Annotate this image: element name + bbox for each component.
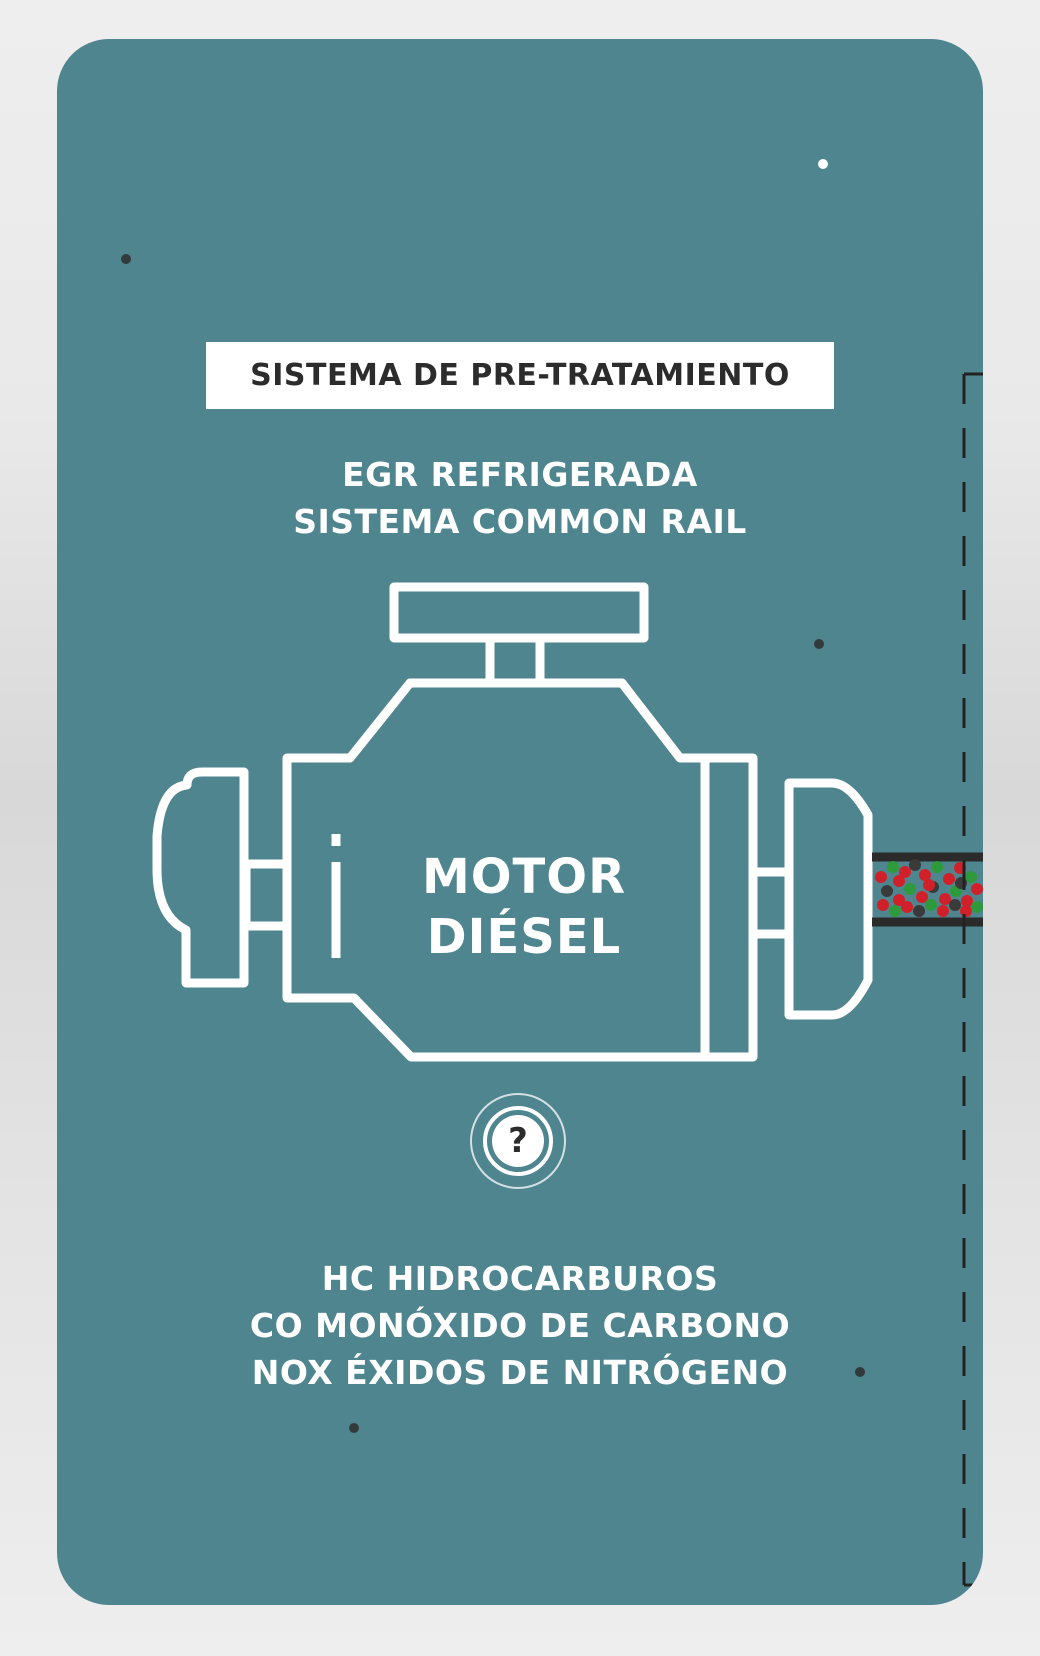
subtitle-line-2: SISTEMA COMMON RAIL [293,502,747,541]
engine-outline-icon [152,582,873,1062]
decorative-dot [855,1367,865,1377]
exhaust-particle [893,894,905,906]
exhaust-particle [893,875,905,887]
engine-left-shaft [241,859,292,931]
exhaust-particle [939,893,951,905]
exhaust-particle [881,885,893,897]
exhaust-particle [916,891,928,903]
exhaust-particle [943,873,955,885]
diagram-panel: SISTEMA DE PRE-TRATAMIENTO EGR REFRIGERA… [57,39,983,1605]
exhaust-particle [971,901,983,913]
exhaust-particle [925,899,937,911]
decorative-dot [349,1423,359,1433]
emission-nox: NOX ÉXIDOS DE NITRÓGENO [251,1353,789,1392]
exhaust-particle [909,859,921,871]
exhaust-particle [889,905,901,917]
engine-label-line-1: MOTOR [421,849,627,905]
decorative-dot [818,159,828,169]
help-ring: ? [483,1106,553,1176]
exhaust-particle [965,871,977,883]
aftertreatment-boundary [962,372,983,1587]
emission-co: CO MONÓXIDO DE CARBONO [249,1306,791,1345]
exhaust-particle [961,895,973,907]
engine-label-line-2: DIÉSEL [426,909,622,965]
decorative-dot [121,254,131,264]
exhaust-particle [971,883,983,895]
exhaust-particle [960,905,972,917]
engine-flywheel [784,778,873,1020]
exhaust-particle [923,879,935,891]
engine-left-pulley [152,767,249,988]
exhaust-particle [875,871,887,883]
exhaust-particle [877,899,889,911]
exhaust-particle [901,901,913,913]
emissions-list: HC HIDROCARBUROS CO MONÓXIDO DE CARBONO … [57,1255,983,1396]
engine-oil-cap [389,582,649,643]
engine-right-shaft [748,867,794,939]
exhaust-particle [919,869,931,881]
question-mark-icon: ? [492,1115,544,1167]
exhaust-particles [875,859,983,917]
exhaust-particle [937,905,949,917]
exhaust-particle [931,861,943,873]
engine-label: MOTOR DIÉSEL [397,847,651,967]
emission-hc: HC HIDROCARBUROS [321,1259,719,1298]
info-help-button[interactable]: ? [470,1093,566,1189]
engine-diagram [152,372,983,1587]
engine-block [282,678,758,1062]
exhaust-particle [913,905,925,917]
exhaust-particle [904,883,916,895]
subtitle-line-1: EGR REFRIGERADA [342,455,698,494]
section-title: SISTEMA DE PRE-TRATAMIENTO [250,358,790,393]
section-title-box: SISTEMA DE PRE-TRATAMIENTO [206,342,834,409]
exhaust-particle [949,899,961,911]
exhaust-particle [899,866,911,878]
exhaust-particle [887,861,899,873]
decorative-dot [814,639,824,649]
engine-cap-stem [485,633,545,688]
